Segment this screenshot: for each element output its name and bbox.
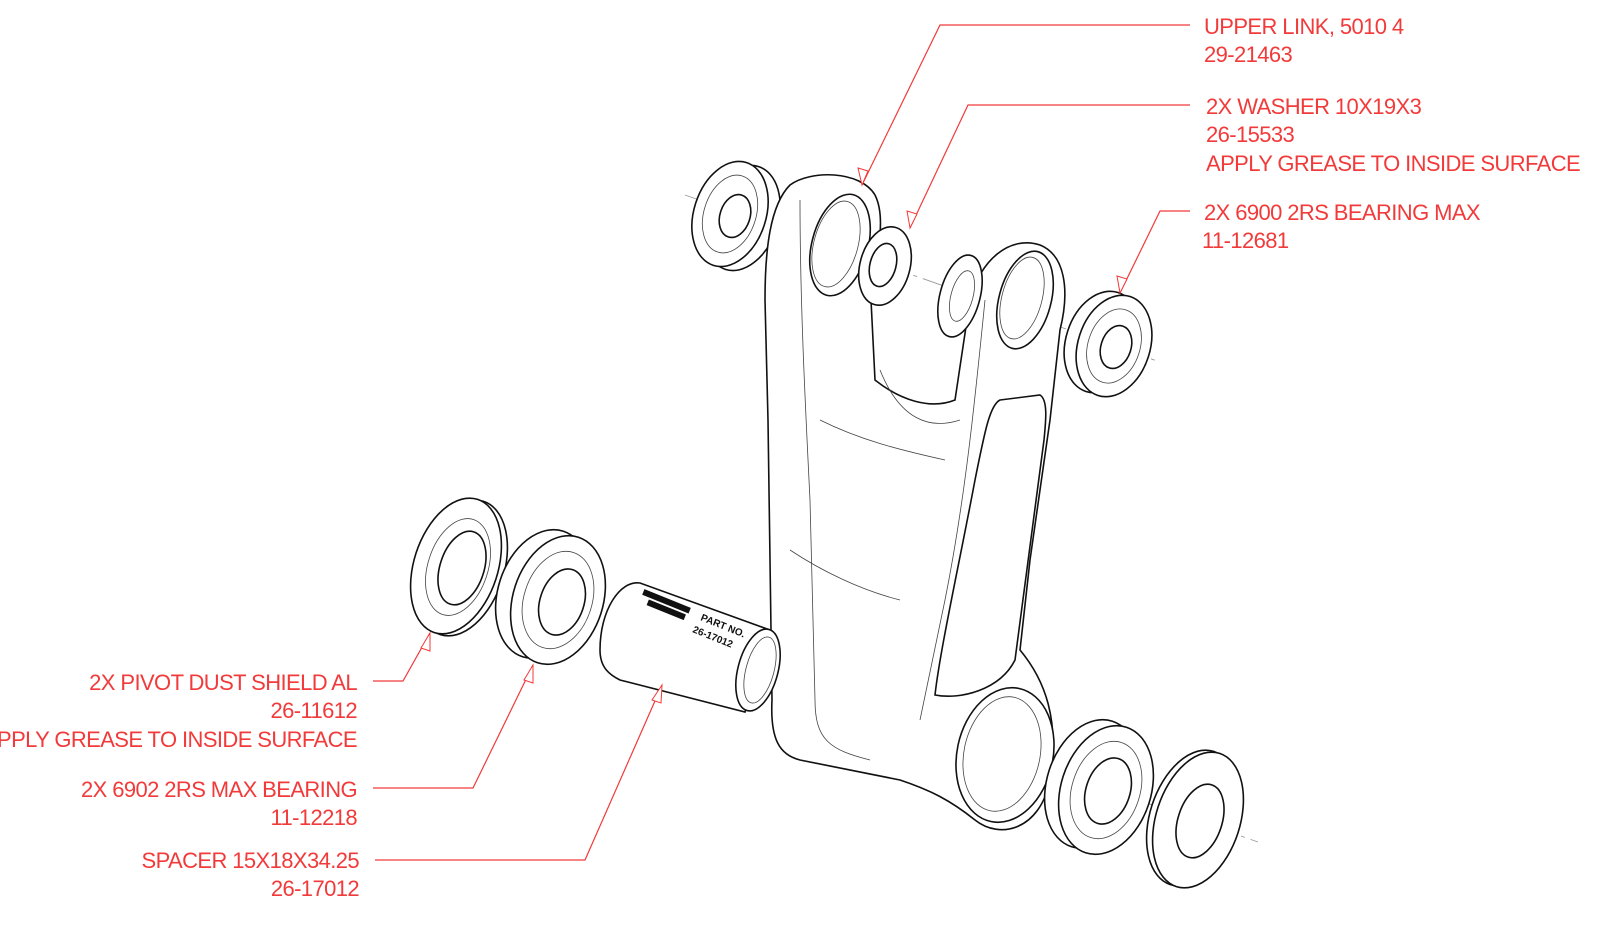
callout-washer-name: 2X WASHER 10X19X3 bbox=[1206, 94, 1422, 119]
callout-bearing-6902-part: 11-12218 bbox=[270, 805, 357, 830]
callout-washer-note: APPLY GREASE TO INSIDE SURFACE bbox=[1206, 151, 1580, 176]
callout-dust-shield-part: 26-11612 bbox=[270, 698, 357, 723]
spacer: PART NO. 26-17012 bbox=[599, 582, 781, 713]
bearing-6902-left bbox=[494, 528, 607, 666]
dust-shield-right bbox=[1145, 749, 1245, 889]
callout-bearing-6902-name: 2X 6902 2RS MAX BEARING bbox=[81, 777, 357, 802]
callout-bearing-6900-part: 11-12681 bbox=[1202, 228, 1289, 253]
washer-top bbox=[857, 226, 913, 306]
spacer-logo bbox=[642, 589, 691, 621]
upper-link bbox=[764, 173, 1066, 831]
callout-bearing-6900-name: 2X 6900 2RS BEARING MAX bbox=[1204, 200, 1481, 225]
callout-upper-link-part: 29-21463 bbox=[1204, 42, 1293, 67]
callout-leaders bbox=[373, 24, 1190, 861]
bearing-6902-right bbox=[1043, 718, 1155, 856]
bearing-6900-right bbox=[1063, 290, 1153, 398]
callout-dust-shield-note: APPLY GREASE TO INSIDE SURFACE bbox=[0, 727, 357, 752]
washer-inner bbox=[937, 254, 983, 338]
callout-spacer-part: 26-17012 bbox=[271, 876, 360, 901]
callout-spacer-name: SPACER 15X18X34.25 bbox=[142, 848, 360, 873]
callout-washer-part: 26-15533 bbox=[1206, 122, 1295, 147]
callout-dust-shield-name: 2X PIVOT DUST SHIELD AL bbox=[89, 670, 357, 695]
bearing-6900-left bbox=[691, 160, 781, 272]
callout-upper-link-name: UPPER LINK, 5010 4 bbox=[1204, 14, 1404, 39]
